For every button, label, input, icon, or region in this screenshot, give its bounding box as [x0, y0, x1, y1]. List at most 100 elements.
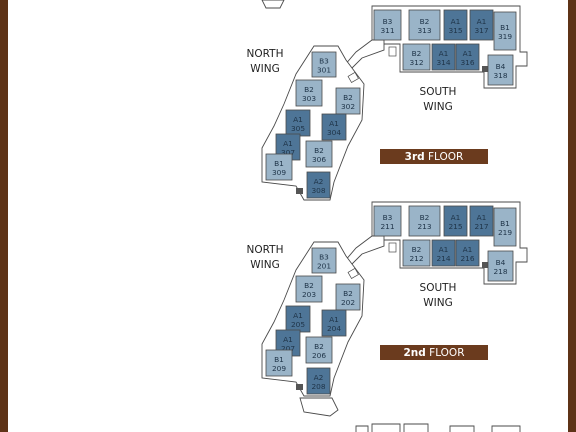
unit-type-label: B2	[343, 93, 353, 102]
unit-type-label: B1	[274, 355, 284, 364]
lower-floor-fragment	[355, 423, 521, 432]
unit-shape	[431, 239, 456, 267]
unit-number-label: 207	[281, 344, 295, 353]
unit-type-label: B1	[274, 159, 284, 168]
unit-type-label: B4	[496, 62, 506, 71]
unit-number-label: 312	[409, 58, 423, 67]
unit-number-label: 208	[311, 382, 325, 391]
unit-shape	[408, 9, 441, 41]
unit-type-label: A1	[477, 17, 487, 26]
unit-number-label: 211	[380, 222, 394, 231]
unit-type-label: A1	[329, 119, 339, 128]
unit-type-label: A1	[439, 49, 449, 58]
wing-fragment	[299, 397, 339, 417]
unit-type-label: A1	[293, 115, 303, 124]
unit-shape	[265, 349, 293, 377]
unit-number-label: 316	[460, 58, 474, 67]
north-wing-label: NORTH	[247, 48, 284, 60]
unit-type-label: B2	[304, 85, 314, 94]
unit-type-label: A1	[283, 335, 293, 344]
unit-shape	[305, 140, 333, 168]
unit-number-label: 317	[474, 26, 488, 35]
unit-shape	[402, 43, 431, 71]
unit-shape	[265, 153, 293, 181]
unit-type-label: A2	[314, 373, 324, 382]
unit-number-label: 209	[272, 364, 286, 373]
unit-number-label: 218	[493, 267, 507, 276]
unit-shape	[306, 367, 331, 395]
unit-shape	[493, 207, 517, 247]
unit-shape	[373, 205, 402, 237]
unit-number-label: 217	[474, 222, 488, 231]
unit-number-label: 303	[302, 94, 316, 103]
unit-number-label: 309	[272, 168, 286, 177]
stair-icon	[482, 262, 488, 268]
unit-number-label: 206	[312, 351, 326, 360]
unit-type-label: B1	[500, 23, 510, 32]
unit-shape	[306, 171, 331, 199]
unit-number-label: 307	[281, 148, 295, 157]
unit-number-label: 308	[311, 186, 325, 195]
unit-shape	[305, 336, 333, 364]
stair-icon	[347, 267, 359, 279]
unit-shape	[335, 87, 361, 115]
unit-number-label: 315	[448, 26, 462, 35]
frame-border-left	[0, 0, 8, 432]
unit-shape	[469, 205, 494, 237]
unit-number-label: 216	[460, 254, 474, 263]
unit-type-label: A1	[329, 315, 339, 324]
stair-icon	[296, 384, 303, 390]
unit-shape	[295, 79, 323, 107]
unit-number-label: 204	[327, 324, 341, 333]
unit-type-label: A1	[293, 311, 303, 320]
unit-type-label: A1	[439, 245, 449, 254]
unit-number-label: 213	[417, 222, 431, 231]
unit-type-label: A1	[451, 17, 461, 26]
unit-type-label: B2	[420, 213, 430, 222]
unit-number-label: 219	[498, 228, 512, 237]
unit-type-label: A2	[314, 177, 324, 186]
unit-shape	[321, 113, 347, 141]
unit-type-label: B3	[383, 213, 393, 222]
unit-number-label: 205	[291, 320, 305, 329]
unit-type-label: B4	[496, 258, 506, 267]
unit-shape	[487, 250, 514, 282]
